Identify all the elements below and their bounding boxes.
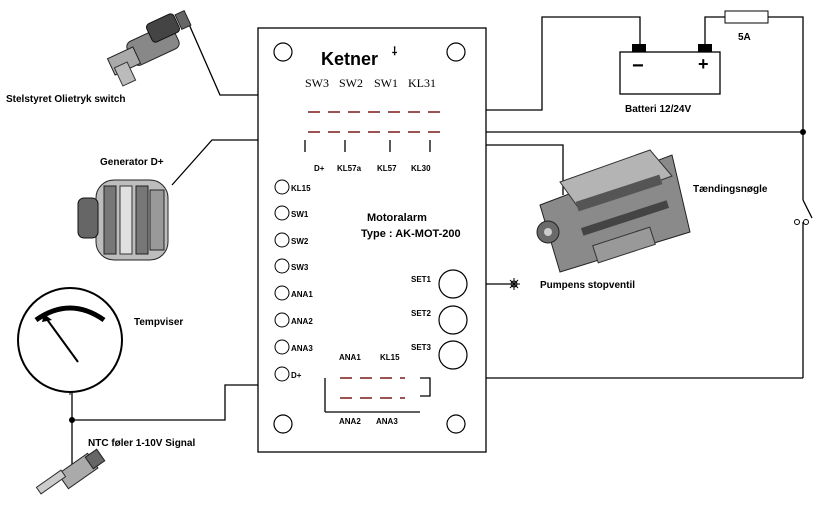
input-sw1-terminal bbox=[274, 205, 290, 221]
input-ana3-terminal bbox=[274, 339, 290, 355]
input-d-plus-terminal bbox=[274, 366, 290, 382]
wiring bbox=[69, 16, 813, 465]
brand-logo-mark: ⸸ bbox=[392, 46, 397, 58]
input-sw2-terminal bbox=[274, 232, 290, 248]
brand-text: Ketner bbox=[321, 49, 378, 69]
battery-label: Batteri 12/24V bbox=[625, 104, 691, 115]
mount-hole-tr bbox=[446, 42, 466, 62]
generator-label: Generator D+ bbox=[100, 157, 164, 168]
oil-switch-icon bbox=[106, 9, 192, 87]
wire-battery-plus bbox=[704, 16, 725, 50]
junction-ignition bbox=[800, 129, 806, 135]
bottom-kl15: KL15 bbox=[380, 353, 400, 362]
pin-d-plus: D+ bbox=[314, 164, 325, 173]
terminal-kl31: KL31 bbox=[408, 76, 436, 90]
set3-label: SET3 bbox=[411, 343, 432, 352]
input-ana2: ANA2 bbox=[291, 317, 313, 326]
set1-button[interactable] bbox=[438, 269, 468, 299]
input-ana3: ANA3 bbox=[291, 344, 313, 353]
temp-gauge-icon bbox=[17, 287, 123, 395]
ignition-label: Tændingsnøgle bbox=[693, 184, 768, 195]
panel-board bbox=[257, 27, 487, 453]
bottom-ana3: ANA3 bbox=[376, 417, 398, 426]
ntc-sensor-icon bbox=[35, 448, 106, 495]
input-kl15-terminal bbox=[274, 179, 290, 195]
terminal-sw2: SW2 bbox=[339, 76, 363, 90]
gauge-label: Tempviser bbox=[134, 317, 183, 328]
ignition-blade bbox=[802, 199, 813, 219]
wire-fuse-right bbox=[768, 16, 804, 200]
set2-label: SET2 bbox=[411, 309, 432, 318]
pump-label: Pumpens stopventil bbox=[540, 280, 635, 291]
junction-ntc bbox=[69, 417, 75, 423]
mount-hole-br bbox=[446, 414, 466, 434]
bottom-ana1: ANA1 bbox=[339, 353, 361, 362]
ignition-contact-left bbox=[794, 219, 800, 225]
fuse-label: 5A bbox=[738, 32, 751, 43]
ntc-label: NTC føler 1-10V Signal bbox=[88, 438, 195, 449]
battery-plus-sign: + bbox=[698, 54, 709, 74]
input-ana1-terminal bbox=[274, 285, 290, 301]
input-ana1: ANA1 bbox=[291, 290, 313, 299]
set1-label: SET1 bbox=[411, 275, 432, 284]
input-kl15: KL15 bbox=[291, 184, 311, 193]
input-sw3-terminal bbox=[274, 258, 290, 274]
set3-button[interactable] bbox=[438, 340, 468, 370]
input-d-plus: D+ bbox=[291, 371, 302, 380]
mount-hole-bl bbox=[273, 414, 293, 434]
control-panel: Ketner ⸸ SW3 SW2 SW1 KL31 D+ KL57a KL57 … bbox=[257, 27, 487, 453]
input-sw1: SW1 bbox=[291, 210, 309, 219]
input-sw3: SW3 bbox=[291, 263, 309, 272]
indicator-lamp-icon bbox=[508, 278, 520, 290]
pump-icon bbox=[536, 149, 691, 273]
mount-hole-tl bbox=[273, 42, 293, 62]
input-ana2-terminal bbox=[274, 312, 290, 328]
panel-title-line1: Motoralarm bbox=[367, 212, 427, 224]
pin-kl57a: KL57a bbox=[337, 164, 362, 173]
bottom-conn-right bbox=[420, 377, 431, 397]
generator-icon bbox=[77, 179, 169, 261]
pin-kl57: KL57 bbox=[377, 164, 397, 173]
ignition-contact-right bbox=[803, 219, 809, 225]
relay-area bbox=[293, 100, 445, 140]
terminal-sw1: SW1 bbox=[374, 76, 398, 90]
battery-icon bbox=[619, 44, 721, 95]
pin-kl30: KL30 bbox=[411, 164, 431, 173]
bottom-ana2: ANA2 bbox=[339, 417, 361, 426]
oil-switch-label: Stelstyret Olietryk switch bbox=[6, 94, 126, 105]
battery-minus-sign: − bbox=[632, 55, 644, 77]
panel-title-line2: Type : AK-MOT-200 bbox=[361, 228, 461, 240]
fuse-icon bbox=[724, 10, 769, 24]
set2-button[interactable] bbox=[438, 305, 468, 335]
terminal-sw3: SW3 bbox=[305, 76, 329, 90]
input-list: KL15 SW1 SW2 SW3 ANA1 ANA2 ANA3 D+ bbox=[274, 179, 313, 382]
input-sw2: SW2 bbox=[291, 237, 309, 246]
